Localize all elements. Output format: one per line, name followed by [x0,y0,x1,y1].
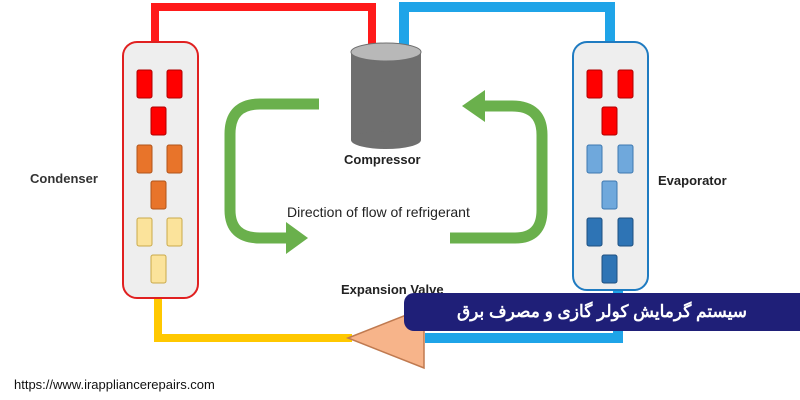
flow-arrow-right [450,100,548,244]
website-url[interactable]: https://www.irappliancerepairs.com [14,377,215,392]
evaporator-coil-icon [572,41,649,291]
circular-arrow-icon [224,90,548,254]
flow-arrowhead-left [286,222,308,254]
condenser-label: Condenser [30,171,98,186]
compressor-cylinder-icon [350,42,422,149]
flow-direction-label: Direction of flow of refrigerant [287,204,470,220]
evaporator-label: Evaporator [658,173,727,188]
flow-arrowhead-right [462,90,485,122]
condenser-coil-icon [122,41,199,299]
liquid-pipe [154,298,352,342]
title-banner: سیستم گرمایش کولر گازی و مصرف برق [404,293,800,331]
suction-pipe [399,2,615,52]
flow-arrow-left [224,98,319,244]
compressor-label: Compressor [344,152,421,167]
hot-gas-pipe [151,3,376,52]
